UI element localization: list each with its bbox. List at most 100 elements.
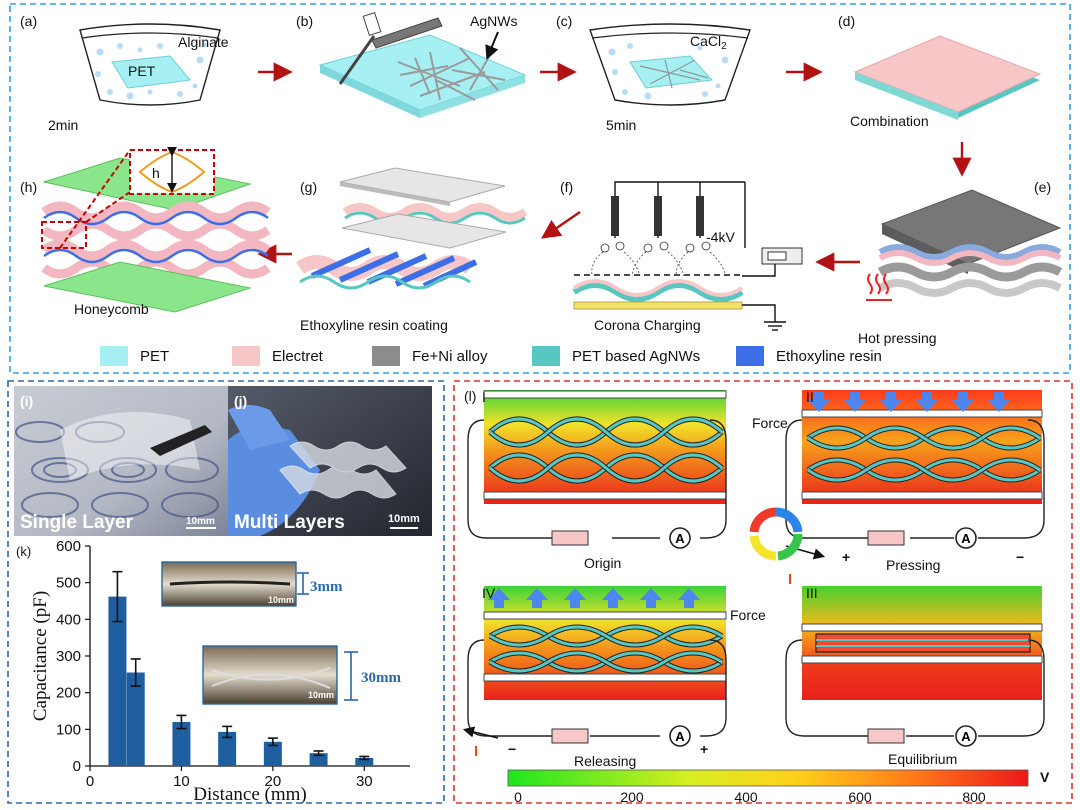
inset-3mm: 10mm 3mm [161, 561, 343, 607]
cbar-tick-2: 400 [734, 789, 758, 805]
current-label-4: I [474, 743, 478, 760]
step-h-honeycomb: (h) h Honeycomb [20, 147, 271, 317]
y-tick-label-5: 500 [56, 575, 81, 592]
x-tick-label-3: 30 [356, 773, 373, 790]
caption-i: Single Layer [20, 512, 134, 533]
force-label-4: Force [730, 607, 766, 623]
tag-c: (c) [556, 13, 572, 29]
inset1-thickness: 3mm [310, 579, 343, 595]
stage-pressing: A I + − II Force Pressing [752, 389, 1045, 588]
x-tick-label-0: 0 [86, 773, 94, 790]
agnws-label: AgNWs [470, 13, 517, 29]
cacl2-label: CaCl2 [690, 33, 727, 52]
force-label-2: Force [752, 415, 788, 431]
y-tick-label-2: 200 [56, 685, 81, 702]
sign-right-2: − [1016, 549, 1024, 565]
pet-label: PET [128, 63, 156, 79]
time-c: 5min [606, 117, 636, 133]
x-tick-label-1: 10 [173, 773, 190, 790]
ammeter-1: A [675, 531, 685, 546]
y-tick-label-4: 400 [56, 611, 81, 628]
ammeter-4: A [675, 729, 685, 744]
y-tick-label-6: 600 [56, 538, 81, 555]
tag-h: (h) [20, 179, 37, 195]
scale-i: 10mm [186, 516, 215, 527]
stage-num-2: II [806, 389, 814, 405]
y-tick-label-0: 0 [73, 758, 81, 775]
stage-caption-2: Pressing [886, 557, 940, 573]
y-axis-title: Capacitance (pF) [30, 591, 51, 721]
caption-f: Corona Charging [594, 317, 701, 333]
tag-d: (d) [838, 13, 855, 29]
photo-single-layer: (i) Single Layer 10mm [14, 386, 228, 536]
stage-num-1: I [482, 389, 486, 405]
process-panel-frame [9, 3, 1071, 374]
bar-6 [355, 757, 374, 766]
caption-j: Multi Layers [234, 512, 345, 533]
photo-multi-layers: (j) Multi Layers 10mm [228, 386, 432, 536]
sign-right-4: + [700, 741, 708, 757]
legend-swatch-alloy [372, 346, 400, 366]
step-c-cacl2-bath: (c) CaCl2 5min [556, 13, 751, 133]
cbar-tick-4: 800 [962, 789, 986, 805]
cycle-icon [749, 507, 803, 561]
stage-caption-3: Equilibrium [888, 751, 957, 767]
bar-0 [108, 596, 127, 766]
legend-label-electret: Electret [272, 348, 324, 365]
inset-30mm: 10mm 30mm [202, 645, 401, 705]
legend-swatch-resin [736, 346, 764, 366]
bar-4 [263, 741, 282, 766]
tag-j: (j) [234, 393, 247, 409]
tag-i: (i) [20, 393, 33, 409]
alginate-label: Alginate [178, 34, 229, 50]
step-e-hot-pressing: (e) Hot pressing [858, 179, 1063, 346]
ammeter-3: A [961, 729, 971, 744]
current-label-2: I [788, 571, 792, 588]
colorbar: 0 200 400 600 800 V [507, 769, 1050, 805]
y-tick-label-3: 300 [56, 648, 81, 665]
colorbar-gradient [507, 769, 1029, 787]
caption-g: Ethoxyline resin coating [300, 317, 448, 333]
caption-d: Combination [850, 113, 929, 129]
legend-label-agnws: PET based AgNWs [572, 348, 700, 365]
tag-a: (a) [20, 13, 37, 29]
legend-label-resin: Ethoxyline resin [776, 348, 882, 365]
legend-swatch-electret [232, 346, 260, 366]
chart-panel-frame [7, 380, 445, 804]
legend-label-pet: PET [140, 348, 169, 365]
bar-3 [218, 731, 237, 766]
cbar-tick-1: 200 [620, 789, 644, 805]
sign-left-4: − [508, 741, 516, 757]
time-a: 2min [48, 117, 78, 133]
caption-h: Honeycomb [74, 301, 149, 317]
x-axis-title: Distance (mm) [193, 784, 306, 805]
tag-k: (k) [16, 544, 31, 559]
stage-equilibrium: A III Equilibrium [785, 585, 1045, 767]
stage-caption-1: Origin [584, 555, 621, 571]
scale-j: 10mm [388, 513, 420, 525]
legend-swatch-pet [100, 346, 128, 366]
inset2-thickness: 30mm [361, 670, 401, 686]
cbar-unit: V [1040, 769, 1050, 785]
arrow-f-g [541, 211, 581, 239]
tag-g: (g) [300, 179, 317, 195]
stage-num-4: IV [482, 585, 496, 601]
voltage-label: -4kV [706, 229, 735, 245]
step-f-corona-charging: (f) -4kV Corona Charging [560, 179, 803, 333]
cbar-tick-0: 0 [514, 789, 522, 805]
stage-num-3: III [806, 585, 818, 601]
y-tick-label-1: 100 [56, 721, 81, 738]
ammeter-2: A [961, 531, 971, 546]
caption-e: Hot pressing [858, 330, 937, 346]
stage-releasing: A I − + IV Force Releasing [462, 585, 766, 769]
legend-label-alloy: Fe+Ni alloy [412, 348, 488, 365]
legend: PET Electret Fe+Ni alloy PET based AgNWs… [100, 346, 882, 366]
legend-swatch-agnws [532, 346, 560, 366]
inset2-scale: 10mm [308, 690, 334, 700]
bar-1 [126, 672, 145, 766]
tag-b: (b) [296, 13, 313, 29]
x-tick-label-2: 20 [265, 773, 282, 790]
step-b-agnw-coating: (b) AgNWs [296, 12, 527, 118]
dim-h: h [152, 165, 160, 181]
